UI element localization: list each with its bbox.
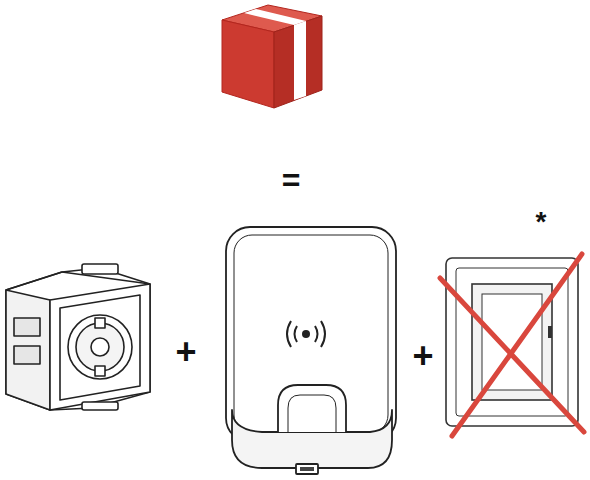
socket-mechanism <box>6 264 150 410</box>
asterisk: * <box>536 208 547 236</box>
wireless-symbol <box>287 321 325 347</box>
wireless-charger <box>226 227 396 474</box>
equals-sign: = <box>282 164 301 196</box>
cross-out-mark <box>440 254 584 436</box>
package-box <box>222 5 322 108</box>
plus-sign: + <box>412 338 433 374</box>
plus-sign: + <box>175 334 196 370</box>
